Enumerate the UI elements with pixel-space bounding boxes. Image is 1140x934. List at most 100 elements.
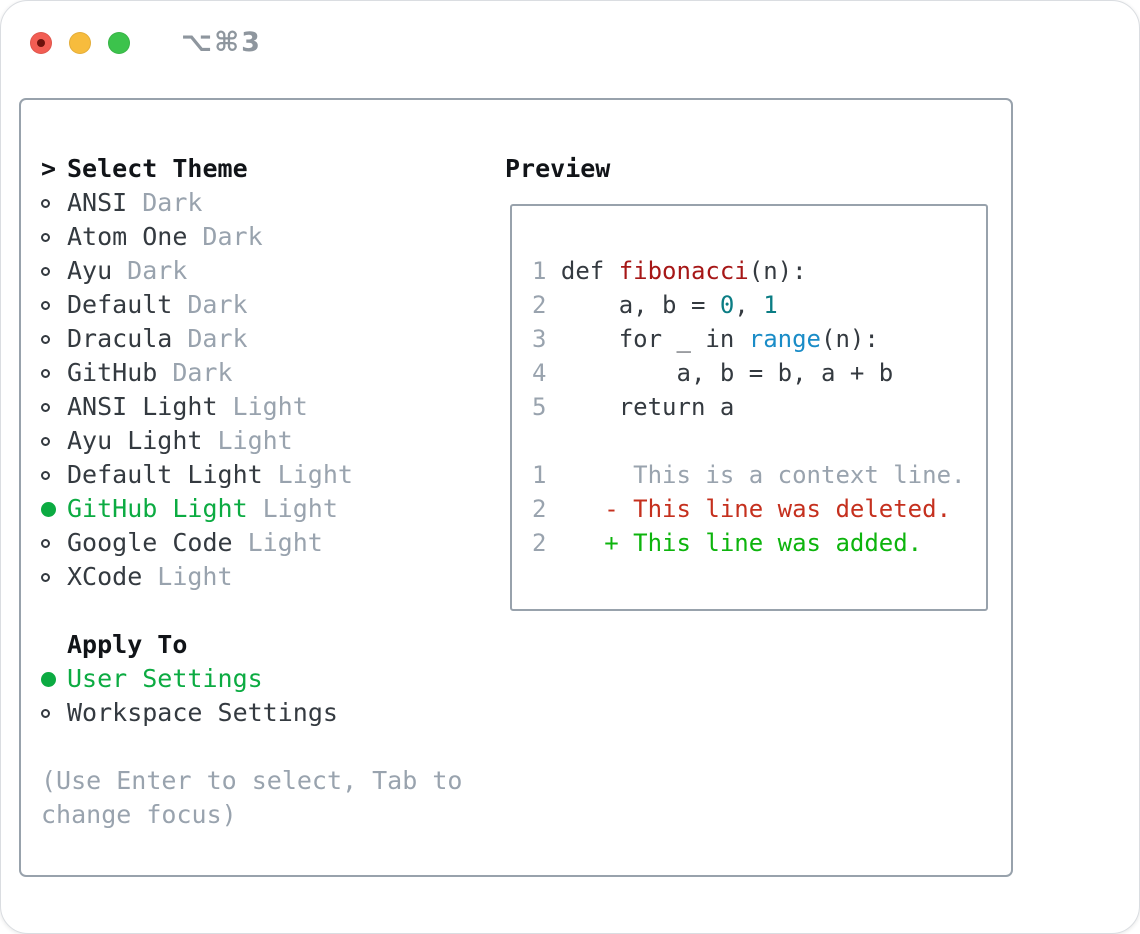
code-line [532, 424, 965, 458]
option-variant: Light [247, 528, 323, 557]
code-line: 3 for _ in range(n): [532, 322, 965, 356]
theme-option-ansi-light[interactable]: ANSI Light Light [41, 390, 462, 424]
option-variant: Dark [142, 188, 203, 217]
radio-unselected-icon [41, 300, 50, 310]
option-label: XCode [67, 562, 143, 591]
option-variant: Dark [187, 290, 248, 319]
radio-cell [41, 402, 67, 412]
code-segment: This is a context line. [546, 461, 966, 489]
radio-cell [41, 266, 67, 276]
line-number: 2 [532, 495, 547, 523]
code-segment: fibonacci [618, 257, 749, 285]
radio-cell [41, 671, 67, 687]
radio-unselected-icon [41, 436, 50, 446]
option-label: GitHub [67, 358, 158, 387]
select-theme-title: Select Theme [67, 154, 248, 183]
titlebar: ⌥⌘3 [30, 27, 262, 58]
option-variant: Light [277, 460, 353, 489]
close-window-icon[interactable] [30, 31, 52, 54]
radio-cell [41, 708, 67, 718]
radio-unselected-icon [41, 232, 50, 242]
code-line: 1 def fibonacci(n): [532, 254, 965, 288]
line-number: 1 [532, 257, 547, 285]
line-number: 1 [532, 461, 547, 489]
option-label: Ayu [67, 256, 113, 285]
code-line: 5 return a [532, 390, 965, 424]
theme-option-github-light[interactable]: GitHub Light Light [41, 492, 462, 526]
keyboard-hint: (Use Enter to select, Tab to change focu… [41, 764, 462, 832]
option-label: Atom One [67, 222, 188, 251]
zoom-window-icon[interactable] [108, 31, 130, 54]
code-segment: 1 [763, 291, 778, 319]
preview-title: Preview [505, 154, 611, 183]
theme-option-default[interactable]: Default Dark [41, 288, 462, 322]
option-variant: Dark [202, 222, 263, 251]
option-label: Dracula [67, 324, 173, 353]
radio-selected-icon [41, 501, 56, 517]
code-segment: 0 [719, 291, 735, 319]
hint-line-1: (Use Enter to select, Tab to [41, 766, 463, 795]
theme-option-ansi[interactable]: ANSI Dark [41, 186, 462, 220]
cursor-caret-icon: > [41, 154, 57, 183]
option-variant: Light [262, 494, 338, 523]
option-label: Ayu Light [67, 426, 203, 455]
apply-to-header: Apply To [41, 628, 462, 662]
option-label: GitHub Light [67, 494, 248, 523]
option-label: Default Light [67, 460, 263, 489]
radio-cell [41, 572, 67, 582]
code-segment: def [546, 257, 619, 285]
select-theme-header: > Select Theme [41, 152, 462, 186]
apply-option-user-settings[interactable]: User Settings [41, 662, 462, 696]
radio-cell [41, 334, 67, 344]
radio-cell [41, 198, 67, 208]
code-line: 2 - This line was deleted. [532, 492, 965, 526]
option-variant: Dark [187, 324, 248, 353]
code-segment: (n): [748, 257, 807, 285]
code-line: 2 + This line was added. [532, 526, 965, 560]
theme-option-atom-one[interactable]: Atom One Dark [41, 220, 462, 254]
radio-unselected-icon [41, 708, 50, 718]
code-line: 4 a, b = b, a + b [532, 356, 965, 390]
code-segment: + This line was added. [604, 529, 923, 557]
radio-cell [41, 300, 67, 310]
code-segment: (n): [821, 325, 879, 353]
theme-option-default-light[interactable]: Default Light Light [41, 458, 462, 492]
line-number: 3 [532, 325, 547, 353]
code-line: 2 a, b = 0, 1 [532, 288, 965, 322]
radio-unselected-icon [41, 402, 50, 412]
option-label: ANSI [67, 188, 128, 217]
code-segment [546, 495, 604, 523]
hint-line-2: change focus) [41, 800, 237, 829]
theme-option-google-code[interactable]: Google Code Light [41, 526, 462, 560]
line-number: 2 [532, 291, 547, 319]
radio-unselected-icon [41, 538, 50, 548]
code-segment [546, 529, 604, 557]
radio-unselected-icon [41, 198, 50, 208]
option-variant: Light [157, 562, 233, 591]
option-variant: Light [232, 392, 308, 421]
theme-option-dracula[interactable]: Dracula Dark [41, 322, 462, 356]
line-number: 5 [532, 393, 547, 421]
radio-unselected-icon [41, 334, 50, 344]
radio-unselected-icon [41, 368, 50, 378]
code-segment: - This line was deleted. [604, 495, 952, 523]
option-label: Default [67, 290, 173, 319]
theme-option-xcode[interactable]: XCode Light [41, 560, 462, 594]
option-label: ANSI Light [67, 392, 218, 421]
option-label: Google Code [67, 528, 233, 557]
code-segment: return a [546, 393, 735, 421]
option-label: Workspace Settings [67, 698, 338, 727]
radio-cell [41, 470, 67, 480]
minimize-window-icon[interactable] [69, 31, 91, 54]
apply-option-workspace-settings[interactable]: Workspace Settings [41, 696, 462, 730]
radio-unselected-icon [41, 266, 50, 276]
radio-unselected-icon [41, 572, 50, 582]
